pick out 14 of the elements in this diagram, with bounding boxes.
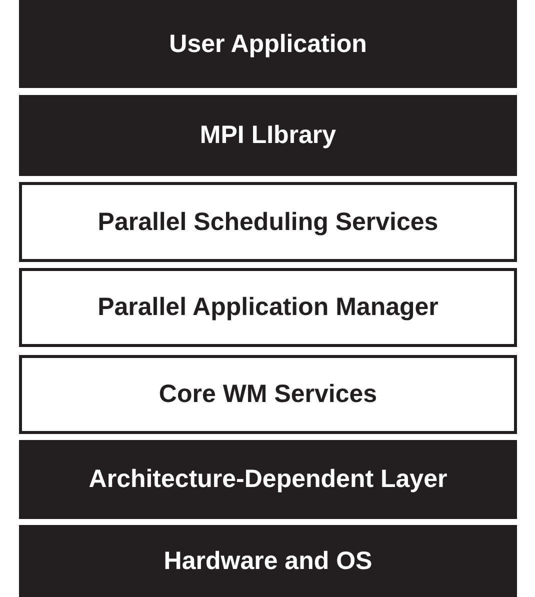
layer-label: Architecture-Dependent Layer [88,465,448,494]
dark-layer-box [19,0,517,88]
dark-layer-box [19,525,517,597]
layer-box [19,182,517,262]
layer-label: User Application [169,30,367,58]
layer-label: Hardware and OS [164,546,372,576]
layer-label: MPI LIbrary [200,121,336,150]
layer-label: Parallel Scheduling Services [98,208,438,236]
layer-label: Parallel Application Manager [98,293,438,322]
dark-layer-box [19,95,517,176]
layer-box [19,355,517,434]
dark-layer-box [19,440,517,519]
layer-box [19,268,517,347]
layer-label: Core WM Services [158,380,378,409]
